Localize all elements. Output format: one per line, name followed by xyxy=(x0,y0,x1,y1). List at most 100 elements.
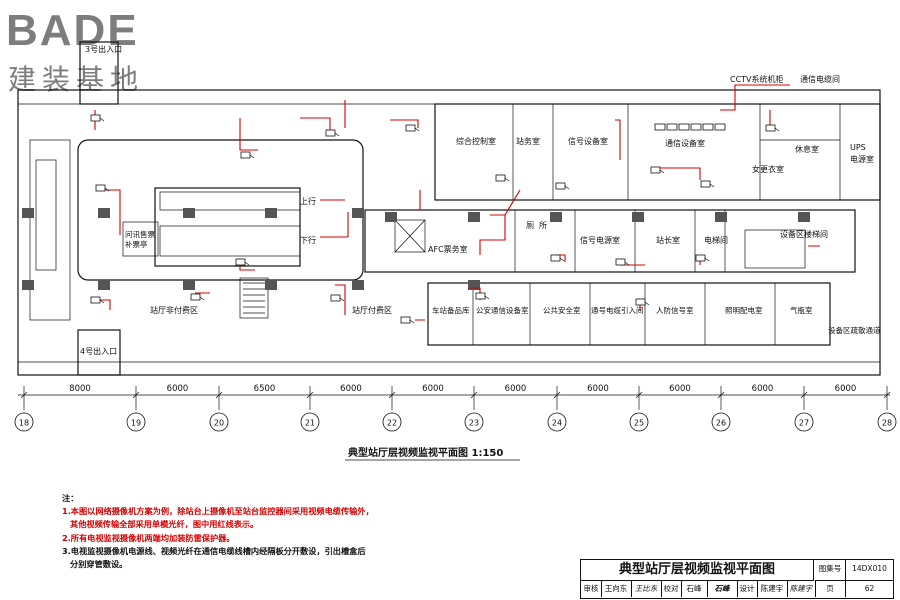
station-master-label: 站长室 xyxy=(656,235,680,245)
south-entrance-label: 4号出入口 xyxy=(80,346,117,356)
designer: 陈建宇 xyxy=(757,580,788,597)
camera-mount xyxy=(104,187,110,192)
south-entrance-corridor xyxy=(77,329,121,376)
cctv-cabinet xyxy=(702,123,714,131)
south-equipment-block xyxy=(427,282,831,346)
dim-tick-22 xyxy=(388,391,396,399)
equipment-stair xyxy=(744,229,806,269)
column xyxy=(798,212,810,222)
up-line-label: 上行 xyxy=(300,196,316,206)
camera-mount xyxy=(774,127,780,132)
west-corridor xyxy=(29,139,71,321)
column xyxy=(265,208,277,218)
page-label: 页 xyxy=(815,580,846,597)
ticket-booth-line-1: 问讯售票 xyxy=(125,229,155,239)
cctv-cabinet xyxy=(666,123,678,131)
axis-bubble-18 xyxy=(14,412,34,432)
cctv-cabinet-label: CCTV系统机柜 xyxy=(730,74,784,84)
camera-icon xyxy=(555,182,566,190)
fiber-run-3 xyxy=(320,199,349,238)
comm-cable-room-label: 通信电缆间 xyxy=(800,74,840,84)
column xyxy=(632,212,644,222)
camera-mount xyxy=(414,127,420,132)
rest-room-label: 休息室 xyxy=(795,144,819,154)
comm-cable-entry-label: 通号电缆引入间 xyxy=(591,305,644,315)
equipment-stair-label: 设备区楼梯间 xyxy=(780,229,828,239)
gas-room-label: 气瓶室 xyxy=(790,305,813,315)
camera-icon xyxy=(190,293,201,301)
ticket-booth-label: 问讯售票补票亭 xyxy=(125,229,155,249)
column xyxy=(98,208,110,218)
axis-label-28: 28 xyxy=(882,419,892,428)
fiber-run-9 xyxy=(555,245,820,266)
north-entrance-corridor xyxy=(79,41,119,105)
signal-equipment-label: 信号设备室 xyxy=(568,136,608,146)
notes-heading: 注： xyxy=(62,493,79,503)
camera-mount xyxy=(564,185,570,190)
check-label: 校对 xyxy=(661,580,682,597)
camera-mount xyxy=(484,295,490,300)
camera-markers xyxy=(90,114,780,324)
column xyxy=(715,212,727,222)
column xyxy=(352,280,364,290)
column xyxy=(265,280,277,290)
escalator-lower xyxy=(159,225,301,257)
plan-title: 典型站厅层视频监视平面图 1:150 xyxy=(348,446,503,459)
civil-defense-label: 人防信号室 xyxy=(656,305,694,315)
axis-bubble-27 xyxy=(794,412,814,432)
dim-tick-21 xyxy=(306,391,314,399)
axis-bubble-23 xyxy=(464,412,484,432)
column xyxy=(183,280,195,290)
down-line-label: 下行 xyxy=(300,235,316,245)
police-comm-label: 公安通信设备室 xyxy=(476,305,529,315)
camera-mount xyxy=(99,299,105,304)
dimension-value: 6000 xyxy=(669,384,691,394)
paid-area-label: 站厅付费区 xyxy=(352,305,392,315)
camera-icon xyxy=(635,298,646,306)
dimension-value: 6000 xyxy=(752,384,774,394)
west-stair xyxy=(35,159,57,271)
title-block: 典型站厅层视频监视平面图 图集号 14DX010 审核 王向东 王比东 校对 石… xyxy=(580,559,894,599)
outer-wall xyxy=(17,89,881,376)
structural-columns xyxy=(22,208,810,290)
dimension-value: 6000 xyxy=(587,384,609,394)
comm-equipment-label: 通信设备室 xyxy=(665,138,705,148)
north-equipment-block xyxy=(434,103,881,201)
camera-mount xyxy=(199,296,205,301)
camera-icon xyxy=(695,254,706,262)
camera-icon xyxy=(95,184,106,192)
note-2: 2.所有电视监视摄像机两端均加装防雷保护器。 xyxy=(62,532,235,543)
column xyxy=(22,280,34,290)
fiber-run-5 xyxy=(615,119,701,180)
cctv-cabinet xyxy=(690,123,702,131)
fiber-run-10 xyxy=(239,262,641,310)
crosswalk-stripes xyxy=(243,282,265,314)
axis-label-24: 24 xyxy=(552,419,562,428)
column xyxy=(385,212,397,222)
cctv-cabinet xyxy=(654,123,666,131)
atlas-no: 14DX010 xyxy=(846,560,893,581)
axis-label-18: 18 xyxy=(19,419,29,428)
axis-label-21: 21 xyxy=(305,419,315,428)
axis-bubble-22 xyxy=(382,412,402,432)
public-security-label: 公共安全室 xyxy=(543,305,581,315)
axis-label-20: 20 xyxy=(214,419,224,428)
toilet-f-label: 所 xyxy=(539,220,547,230)
axis-bubble-26 xyxy=(711,412,731,432)
dimension-value: 6000 xyxy=(422,384,444,394)
axis-bubble-19 xyxy=(126,412,146,432)
dimension-value: 6000 xyxy=(340,384,362,394)
title-block-title: 典型站厅层视频监视平面图 xyxy=(581,560,814,581)
camera-icon xyxy=(650,166,661,174)
axis-bubble-20 xyxy=(209,412,229,432)
dim-tick-26 xyxy=(717,391,725,399)
camera-icon xyxy=(400,316,411,324)
camera-mount xyxy=(624,261,630,266)
ticket-booth-line-2: 补票亭 xyxy=(125,239,148,249)
unpaid-area-label: 站厅非付费区 xyxy=(150,305,198,315)
review-label: 审核 xyxy=(581,580,602,597)
axis-label-22: 22 xyxy=(387,419,397,428)
camera-icon xyxy=(90,296,101,304)
note-3: 3.电视监视摄像机电源线、视频光纤在通信电缆线槽内经隔板分开敷设，引出槽盒后 xyxy=(62,545,366,556)
